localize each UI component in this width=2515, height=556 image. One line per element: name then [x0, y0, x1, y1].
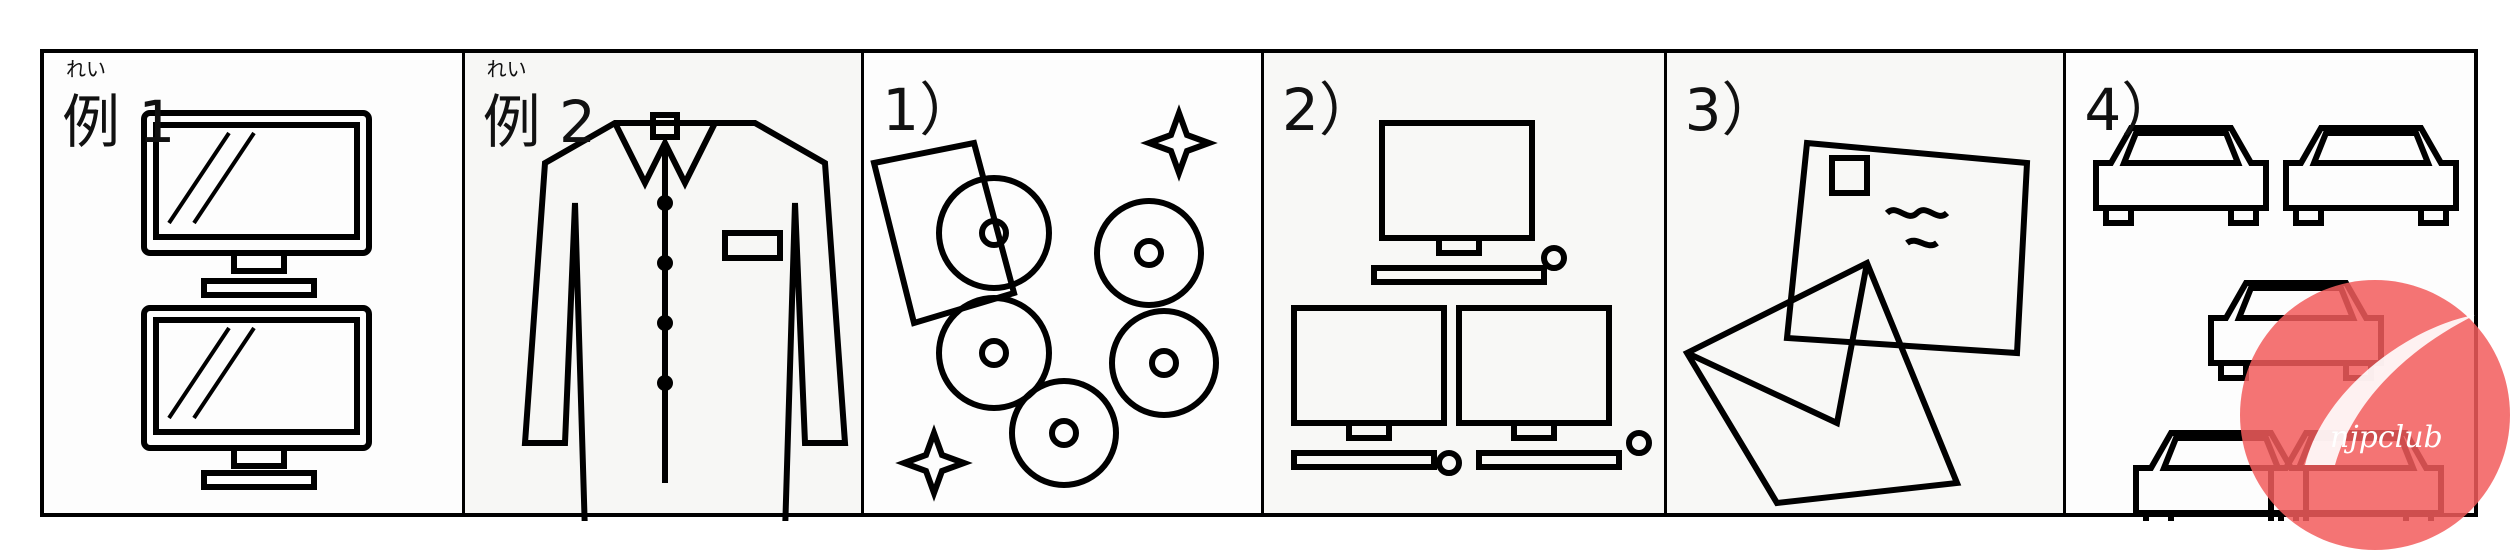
panel-label: 2）: [1281, 76, 1377, 144]
furigana: れい: [66, 57, 106, 81]
panel-label: 例 1: [62, 88, 176, 156]
panel-label: 1）: [882, 76, 978, 144]
shirt-icon: [521, 112, 848, 521]
cars-icon: [2093, 125, 2475, 521]
cds-icon: [870, 104, 1220, 502]
panel-3: 3）: [1666, 53, 2067, 513]
panel-example-1: れい 例 1: [44, 53, 465, 513]
panel-2: 2）: [1263, 53, 1667, 513]
computers-icon: [1290, 120, 1652, 476]
watermark-text: njpclub: [2330, 420, 2443, 455]
panel-example-2: れい 例 2: [464, 53, 865, 521]
panel-label: 3）: [1684, 76, 1780, 144]
panel-1: 1）: [864, 53, 1264, 513]
panel-label: 例 2: [482, 88, 596, 156]
furigana: れい: [486, 57, 527, 81]
panel-label: 4）: [2084, 76, 2180, 144]
letters-icon: [1682, 139, 2030, 507]
picture-strip: れい 例 1 れい 例 2 1）: [40, 49, 2478, 521]
stacked-monitors-icon: [141, 110, 372, 490]
njpclub-watermark-logo: [2240, 280, 2510, 550]
